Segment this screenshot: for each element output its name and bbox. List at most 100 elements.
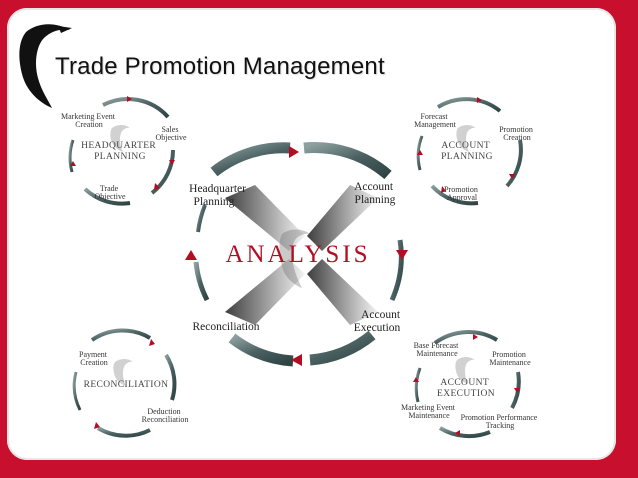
- stage-ap-line-2: Planning: [355, 194, 396, 206]
- ae-cycle-name: ACCOUNT EXECUTION: [437, 378, 495, 399]
- ae-lbl-pt-1: Promotion Performance: [461, 413, 538, 422]
- ap-ring-arc-left: [416, 135, 424, 171]
- rec-lbl-pay-1: Payment: [79, 350, 108, 359]
- ae-arrow-2-icon: [514, 388, 520, 393]
- stage-hq-line-1: Headquarter: [189, 183, 246, 195]
- cycle-account-planning: ACCOUNT PLANNING Forecast Management Pro…: [414, 97, 535, 206]
- stage-rec-line-1: Reconciliation: [192, 321, 259, 333]
- central-ring-arc-bottom-right: [309, 330, 376, 366]
- analysis-label: ANALYSIS: [225, 241, 370, 268]
- ap-lbl-fc-2: Management: [414, 120, 457, 129]
- ap-lbl-pa-2: Approval: [447, 193, 478, 202]
- rec-cycle-name: RECONCILIATION: [84, 380, 169, 390]
- ae-ring-arc-bottom: [438, 426, 491, 439]
- hq-arrow-4-icon: [70, 161, 76, 166]
- hq-cycle-name-line-1: HEADQUARTER: [81, 141, 156, 151]
- hq-penguin-watermark-icon: [110, 125, 130, 152]
- penguin-watermark-icon: [279, 229, 310, 288]
- central-ring-arc-bottom-left: [228, 333, 294, 367]
- stage-ae-line-2: Execution: [354, 322, 401, 334]
- hq-lbl-so-1: Sales: [162, 125, 179, 134]
- ae-label-promotion-tracking: Promotion Performance Tracking: [461, 413, 540, 430]
- stage-headquarter-planning: Headquarter Planning: [189, 183, 249, 208]
- ap-ring-arc-top: [436, 97, 502, 113]
- ae-label-marketing-event: Marketing Event Maintenance: [401, 403, 457, 420]
- rec-lbl-ded-1: Deduction: [147, 407, 180, 416]
- stage-hq-line-2: Planning: [194, 196, 235, 208]
- ae-ring-arc-top: [433, 330, 499, 345]
- rec-label-deduction: Deduction Reconciliation: [142, 407, 189, 424]
- stage-ae-line-1: Account: [361, 309, 401, 321]
- trade-promotion-cycle-diagram: ANALYSIS Headquarter Planning Account Pl…: [61, 96, 540, 439]
- ap-cycle-name-line-1: ACCOUNT: [441, 141, 490, 151]
- ae-lbl-bf-2: Maintenance: [416, 349, 458, 358]
- stage-ap-line-1: Account: [354, 181, 394, 193]
- rec-lbl-ded-2: Reconciliation: [142, 415, 189, 424]
- rec-ring-arc-top: [90, 328, 152, 342]
- central-ring-arc-top-right: [303, 142, 392, 180]
- hq-cycle-name-line-2: PLANNING: [94, 152, 146, 162]
- stage-account-execution: Account Execution: [354, 309, 403, 334]
- ae-arrow-1-icon: [473, 334, 478, 340]
- spoke-bottom-left: [225, 259, 305, 325]
- rec-arrow-2-icon: [94, 422, 100, 429]
- stage-account-planning: Account Planning: [354, 181, 396, 206]
- ap-arrow-4-icon: [417, 150, 423, 155]
- spoke-bottom-right: [307, 259, 378, 325]
- hq-arrow-1-icon: [127, 96, 132, 102]
- central-ring-arc-right: [389, 239, 404, 302]
- cycle-headquarter-planning: HEADQUARTER PLANNING Marketing Event Cre…: [61, 96, 187, 206]
- central-ring-arc-left-upper: [196, 204, 207, 233]
- ap-ring-arc-right: [505, 139, 523, 188]
- ap-cycle-name-line-2: PLANNING: [441, 152, 493, 162]
- stage-reconciliation: Reconciliation: [192, 321, 259, 333]
- hq-ring-arc-bottom: [83, 187, 131, 206]
- hq-lbl-so-2: Objective: [155, 133, 187, 142]
- hq-lbl-to-2: Objective: [94, 192, 126, 201]
- central-cycle: ANALYSIS Headquarter Planning Account Pl…: [185, 142, 408, 367]
- ap-lbl-pa-1: Promotion: [444, 185, 478, 194]
- rec-label-payment: Payment Creation: [79, 350, 109, 367]
- arrow-right-icon: [396, 250, 408, 260]
- ae-lbl-me-1: Marketing Event: [401, 403, 456, 412]
- slide-title: Trade Promotion Management: [55, 53, 385, 80]
- ap-label-forecast: Forecast Management: [414, 112, 457, 129]
- hq-ring-arc-top: [102, 97, 170, 119]
- ae-cycle-name-line-2: EXECUTION: [437, 389, 495, 399]
- ap-arrow-2-icon: [509, 174, 515, 179]
- ae-label-base-forecast: Base Forecast Maintenance: [414, 341, 461, 358]
- rec-penguin-watermark-icon: [113, 359, 133, 386]
- ap-penguin-watermark-icon: [456, 125, 476, 152]
- rec-ring-arc-left: [72, 371, 82, 411]
- spoke-top-left: [225, 185, 305, 251]
- hq-label-trade-objective: Trade Objective: [94, 184, 126, 201]
- hq-arrow-3-icon: [154, 183, 160, 190]
- ap-cycle-name: ACCOUNT PLANNING: [441, 141, 493, 162]
- ae-lbl-pm-1: Promotion: [492, 350, 526, 359]
- ae-lbl-bf-1: Base Forecast: [414, 341, 459, 350]
- ap-lbl-fc-1: Forecast: [420, 112, 448, 121]
- hq-arrow-2-icon: [169, 160, 175, 165]
- arrow-top-icon: [289, 146, 299, 158]
- hq-lbl-me-2: Creation: [75, 120, 103, 129]
- ae-label-promotion-maintenance: Promotion Maintenance: [489, 350, 531, 367]
- ap-arrow-1-icon: [477, 97, 482, 103]
- rec-arrow-1-icon: [149, 339, 155, 346]
- spoke-top-right: [307, 185, 378, 251]
- hq-cycle-name: HEADQUARTER PLANNING: [81, 141, 159, 162]
- arrow-left-icon: [185, 250, 197, 260]
- rec-cycle-name-line-1: RECONCILIATION: [84, 380, 169, 390]
- hq-lbl-me-1: Marketing Event: [61, 112, 116, 121]
- hq-ring-arc-left: [68, 139, 75, 173]
- ae-arrow-4-icon: [413, 377, 419, 382]
- central-ring-arc-top-left: [210, 142, 291, 177]
- ap-lbl-pc-1: Promotion: [499, 125, 533, 134]
- ae-lbl-me-2: Maintenance: [408, 411, 450, 420]
- ae-penguin-watermark-icon: [455, 357, 475, 384]
- ae-arrow-3-icon: [455, 430, 460, 436]
- central-ring-arc-left: [193, 261, 210, 302]
- ap-label-promotion-creation: Promotion Creation: [499, 125, 535, 142]
- ae-cycle-name-line-1: ACCOUNT: [440, 378, 489, 388]
- rec-ring-arc-bottom: [96, 426, 151, 438]
- hq-label-marketing-event: Marketing Event Creation: [61, 112, 117, 129]
